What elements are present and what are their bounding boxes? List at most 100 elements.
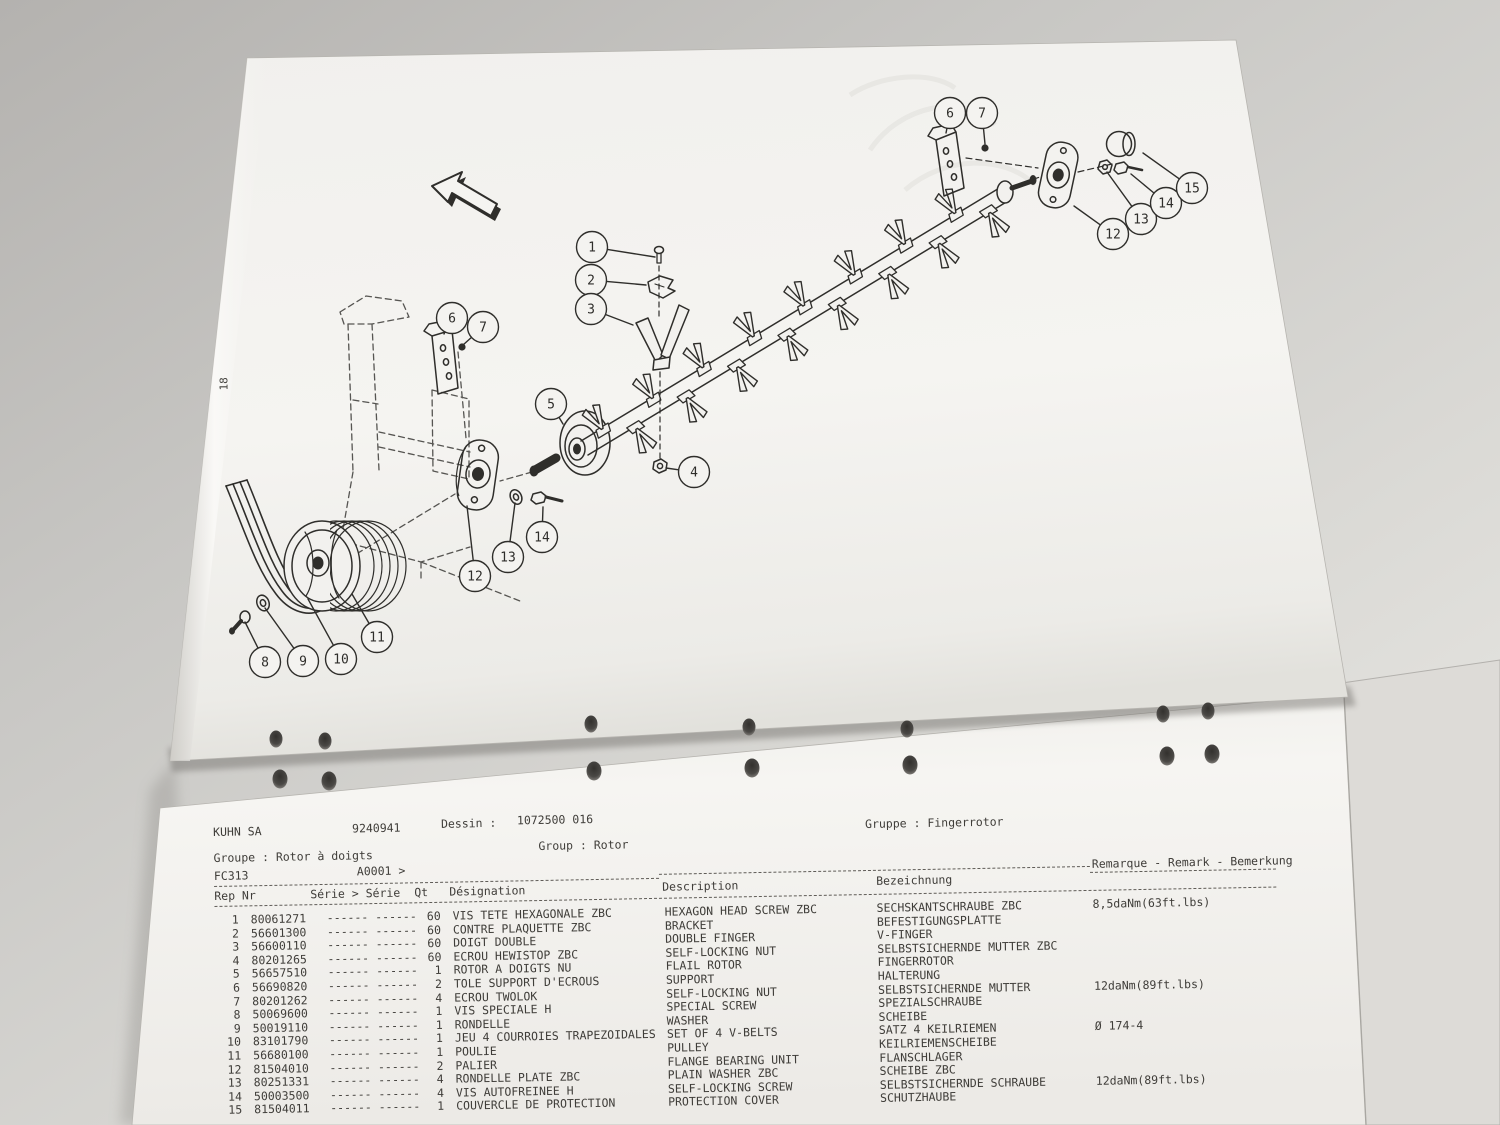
callout-circle xyxy=(1149,186,1183,220)
col-header-qt: Qt xyxy=(414,885,429,900)
cell-qt: 60 xyxy=(427,937,442,951)
cell-rep: 7 xyxy=(233,995,241,1009)
callout-number: 6 xyxy=(946,107,954,122)
direction-arrow xyxy=(431,171,501,221)
callout: 1 xyxy=(575,230,656,264)
finger-cluster xyxy=(676,389,708,423)
callout-number: 12 xyxy=(1105,228,1121,243)
finger-cluster xyxy=(878,265,910,300)
callout-circle xyxy=(458,559,492,593)
binder-holes-upper xyxy=(269,702,1215,750)
screw-dot-top xyxy=(981,144,989,152)
callout-circle xyxy=(933,96,967,130)
binder-hole xyxy=(586,761,602,781)
cell-rep: 8 xyxy=(233,1008,241,1022)
callout: 14 xyxy=(525,506,559,554)
col-header-bezeichnung: Bezeichnung xyxy=(875,872,953,888)
rotor-fingers xyxy=(581,188,1011,454)
cell-rep: 1 xyxy=(231,913,239,927)
washer-mid xyxy=(509,489,523,505)
bolt-mid xyxy=(530,491,564,505)
cell-qt: 60 xyxy=(427,950,442,964)
binder-hole xyxy=(902,755,918,775)
cell-qt: 1 xyxy=(437,1100,445,1114)
company-name: KUHN SA xyxy=(212,824,262,839)
binder-hole xyxy=(272,769,288,789)
callout: 6 xyxy=(933,96,967,134)
cell-qt: 1 xyxy=(434,964,442,978)
binder-hole xyxy=(1159,746,1175,766)
cell-rep: 11 xyxy=(227,1049,242,1063)
cell-qt: 2 xyxy=(434,977,443,991)
callout-number: 7 xyxy=(978,107,986,122)
callout: 4 xyxy=(665,455,711,489)
binder-hole xyxy=(900,720,914,738)
bolt-top xyxy=(1113,161,1144,175)
callout-number: 14 xyxy=(534,531,550,546)
separator-dashes xyxy=(214,877,660,887)
cell-qt: 1 xyxy=(435,1018,443,1032)
callout-number: 12 xyxy=(467,570,483,585)
callout: 8 xyxy=(244,621,282,679)
binder-hole xyxy=(1156,705,1170,723)
separator-dashes xyxy=(658,865,1090,875)
callout-number: 13 xyxy=(500,551,516,566)
callout-number: 8 xyxy=(261,656,269,671)
page-number: 18 xyxy=(217,377,231,391)
callout: 12 xyxy=(1073,205,1130,251)
bearing-flange-top xyxy=(1037,141,1079,209)
cell-qt: 4 xyxy=(436,1086,445,1100)
callout-number: 7 xyxy=(479,321,487,336)
group-en: Group : Rotor xyxy=(538,837,629,854)
cell-rep: 12 xyxy=(227,1063,242,1077)
cell-qt: 60 xyxy=(426,909,441,924)
binder-hole xyxy=(1204,744,1220,764)
callout-circle xyxy=(534,387,568,421)
callout-circle xyxy=(324,642,358,676)
callout-number: 11 xyxy=(369,631,385,646)
cell-rep: 15 xyxy=(228,1103,243,1118)
cell-qt: 1 xyxy=(435,1004,443,1019)
cell-qt: 1 xyxy=(435,1032,444,1046)
cell-rep: 3 xyxy=(232,940,240,954)
nut-part xyxy=(652,458,668,474)
lower-page-edge xyxy=(1343,693,1367,1125)
cell-rep: 2 xyxy=(231,927,240,941)
assembly-dash-top xyxy=(965,157,1113,187)
binder-hole xyxy=(742,718,756,736)
finger-cluster xyxy=(682,342,712,378)
finger-cluster xyxy=(626,420,658,454)
serial-range: A0001 > xyxy=(356,863,406,879)
cell-de: SCHUTZHAUBE xyxy=(879,1089,957,1106)
parts-list-document: KUHN SA 9240941 Dessin : 1072500 016 Gru… xyxy=(212,806,1293,1125)
callout-circle xyxy=(1175,171,1209,205)
cell-en: PROTECTION COVER xyxy=(668,1092,780,1110)
callout-circle xyxy=(525,520,559,554)
cell-qt: 2 xyxy=(436,1059,444,1073)
callout: 10 xyxy=(307,598,358,676)
binder-hole xyxy=(1201,702,1215,720)
cell-qt: 1 xyxy=(436,1045,444,1059)
callout-number: 1 xyxy=(588,241,596,256)
cell-rep: 4 xyxy=(232,954,240,968)
protection-cover-part xyxy=(1105,130,1136,158)
pulley-drawing xyxy=(283,520,407,612)
callout: 15 xyxy=(1142,152,1209,205)
callout-number: 13 xyxy=(1133,213,1149,228)
cell-qt: 60 xyxy=(426,923,442,937)
callout-circle xyxy=(360,620,394,654)
double-finger-part xyxy=(635,304,690,371)
callout: 13 xyxy=(1106,171,1158,236)
binder-hole xyxy=(269,730,283,748)
callout-circle xyxy=(491,540,525,574)
drawing-label: Dessin : xyxy=(440,815,497,831)
binder-hole xyxy=(321,771,337,791)
model-code: FC313 xyxy=(213,868,249,883)
cell-rep: 9 xyxy=(233,1022,241,1036)
callout-number: 10 xyxy=(333,653,349,668)
drawing-number: 1072500 016 xyxy=(516,812,594,828)
col-header-designation: Désignation xyxy=(449,883,526,899)
